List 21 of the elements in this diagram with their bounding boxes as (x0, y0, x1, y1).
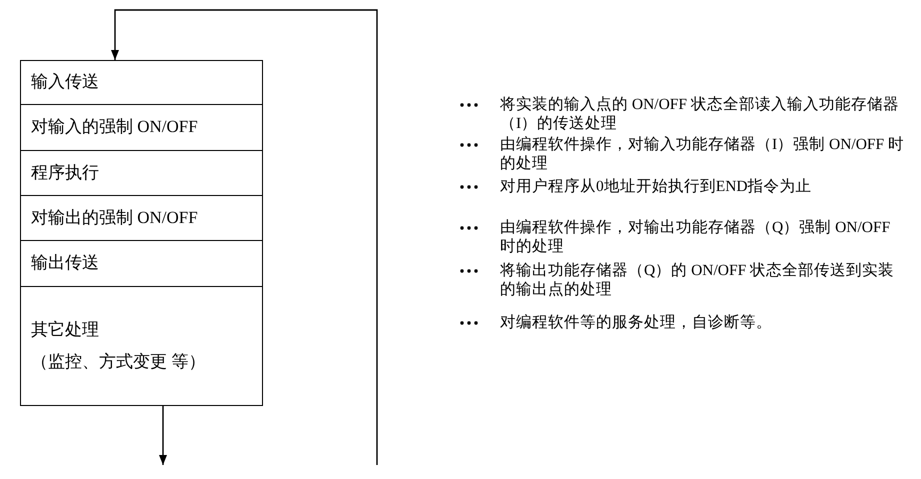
step-label: 其它处理 (31, 318, 100, 341)
process-box (20, 240, 263, 287)
process-box (20, 150, 263, 196)
step-label: 对输出的强制 ON/OFF (31, 206, 199, 229)
process-box (20, 60, 263, 105)
step-label: （监控、方式变更 等） (31, 351, 206, 373)
description-text: 由编程软件操作，对输入功能存储器（I）强制 ON/OFF 时的处理 (500, 136, 905, 174)
process-box (20, 104, 263, 151)
step-label: 输出传送 (31, 252, 100, 274)
process-box (20, 286, 263, 406)
step-label: 程序执行 (31, 162, 100, 184)
description-text: 由编程软件操作，对输出功能存储器（Q）强制 ON/OFF 时的处理 (500, 219, 892, 256)
step-label: 对输入的强制 ON/OFF (31, 116, 199, 138)
description-text: 对用户程序从0地址开始执行到END指令为止 (500, 178, 813, 197)
flow-arrow (111, 9, 378, 465)
description-text: 将输出功能存储器（Q）的 ON/OFF 状态全部传送到实装的输出点的处理 (500, 262, 896, 300)
description-text: 对编程软件等的服务处理，自诊断等。 (500, 314, 773, 333)
process-box (20, 195, 263, 241)
flow-arrow (159, 406, 167, 465)
description-text: 将实装的输入点的 ON/OFF 状态全部读入输入功能存储器（I）的传送处理 (500, 96, 900, 134)
step-label: 输入传送 (31, 71, 100, 94)
